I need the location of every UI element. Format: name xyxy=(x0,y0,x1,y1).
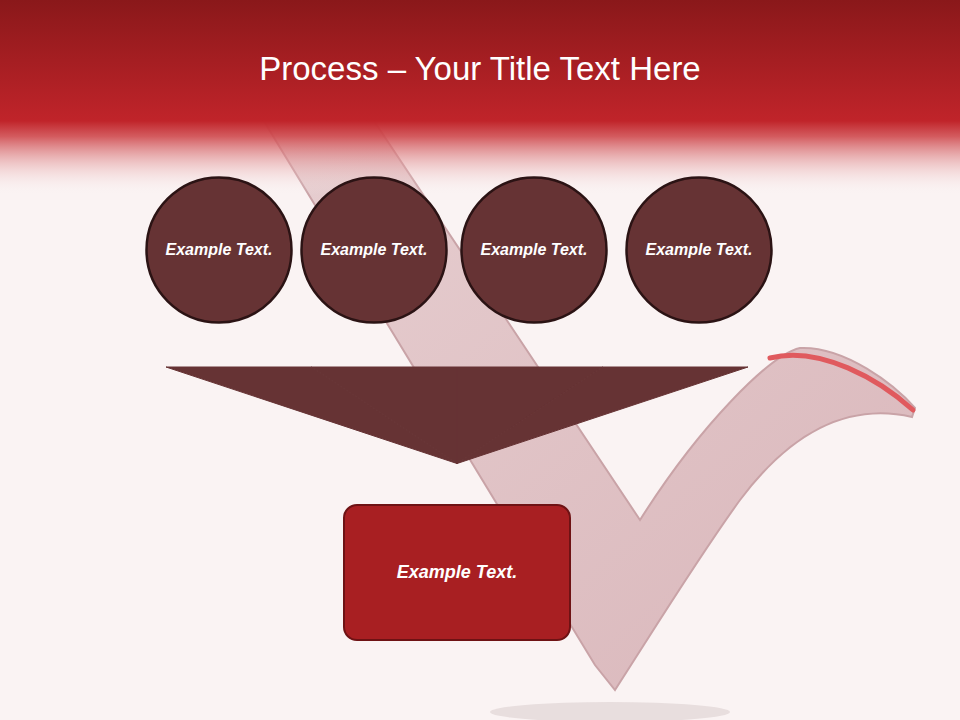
node-label: Example Text. xyxy=(355,559,559,585)
check-highlight xyxy=(770,355,913,410)
node-label: Example Text. xyxy=(480,238,588,261)
step-circle: Example Text. xyxy=(460,176,608,324)
check-shadow xyxy=(490,702,730,720)
node-label: Example Text. xyxy=(320,238,428,261)
result-box: Example Text. xyxy=(343,504,571,641)
funnel-arrow xyxy=(312,367,458,464)
header-band xyxy=(0,0,960,195)
funnel-arrow xyxy=(166,367,457,464)
circle-fill xyxy=(302,178,447,323)
step-circle: Example Text. xyxy=(300,176,448,324)
circle-fill xyxy=(147,178,292,323)
node-label: Example Text. xyxy=(645,238,753,261)
circle-fill xyxy=(462,178,607,323)
step-circle: Example Text. xyxy=(625,176,773,324)
circle-fill xyxy=(627,178,772,323)
node-label: Example Text. xyxy=(165,238,273,261)
slide-title: Process – Your Title Text Here xyxy=(0,50,960,88)
funnel-arrow xyxy=(457,367,748,464)
step-circle: Example Text. xyxy=(145,176,293,324)
